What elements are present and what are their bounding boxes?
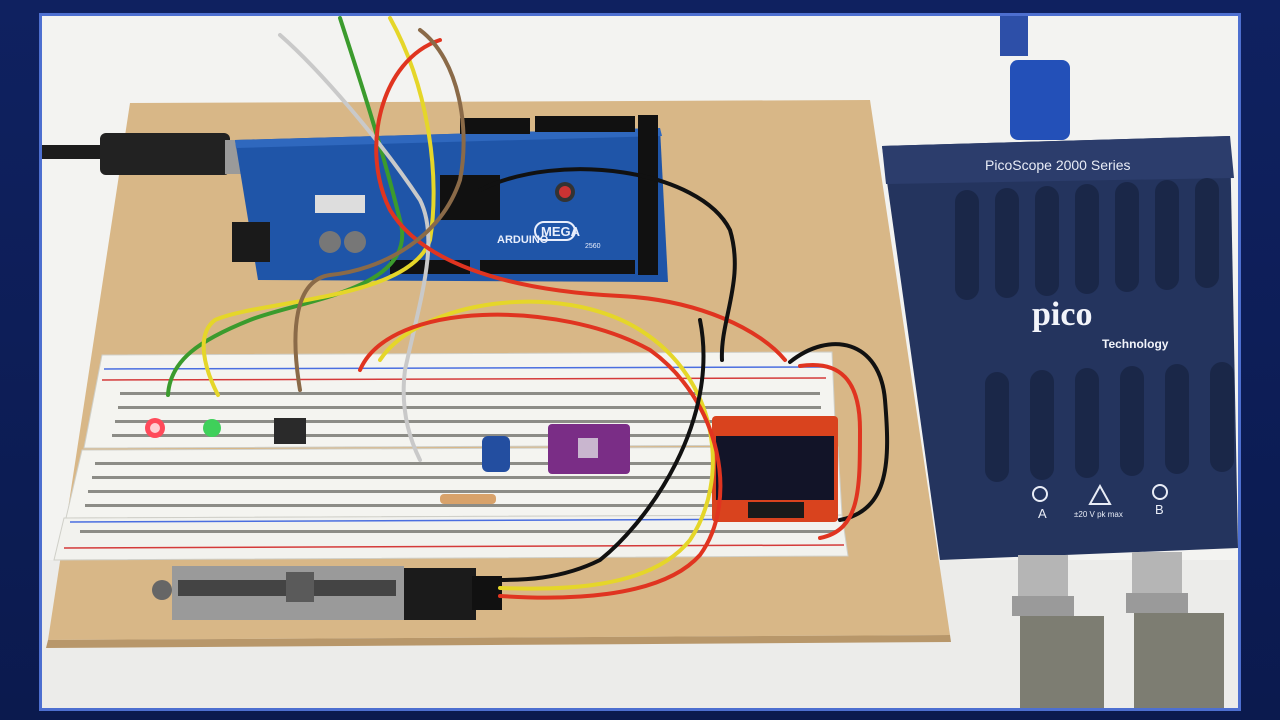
- capacitor: [482, 436, 510, 472]
- oled-display: [712, 416, 838, 522]
- picoscope-device: PicoScope 2000 Series pico Technology A …: [882, 16, 1238, 708]
- push-button: [274, 418, 306, 444]
- arduino-brand-label: ARDUINO: [497, 234, 549, 246]
- resistor: [440, 494, 496, 504]
- channel-b-label: B: [1155, 502, 1164, 517]
- usb-cable: [42, 145, 112, 159]
- slide-potentiometer: [152, 566, 502, 620]
- breadboard: [53, 351, 849, 561]
- arduino-model-label: MEGA: [541, 224, 581, 239]
- max-voltage-label: ±20 V pk max: [1074, 510, 1123, 519]
- photo-area: ARDUINO MEGA 2560: [39, 13, 1241, 711]
- bnc-connector-b: [1126, 552, 1224, 708]
- channel-a-icon: [1032, 486, 1048, 502]
- bnc-connector-a: [1012, 555, 1104, 708]
- pico-brand-sub: Technology: [1102, 337, 1169, 351]
- pico-brand-label: pico: [1032, 296, 1092, 333]
- channel-b-icon: [1152, 484, 1168, 500]
- hardware-scene: ARDUINO MEGA 2560: [42, 16, 1238, 708]
- arduino-model-number: 2560: [585, 243, 601, 250]
- channel-a-label: A: [1038, 506, 1047, 521]
- green-led: [203, 419, 221, 437]
- warning-icon: [1088, 483, 1112, 505]
- scope-series-label: PicoScope 2000 Series: [985, 157, 1131, 173]
- sensor-module: [548, 424, 630, 474]
- jumper-wires: [166, 16, 890, 600]
